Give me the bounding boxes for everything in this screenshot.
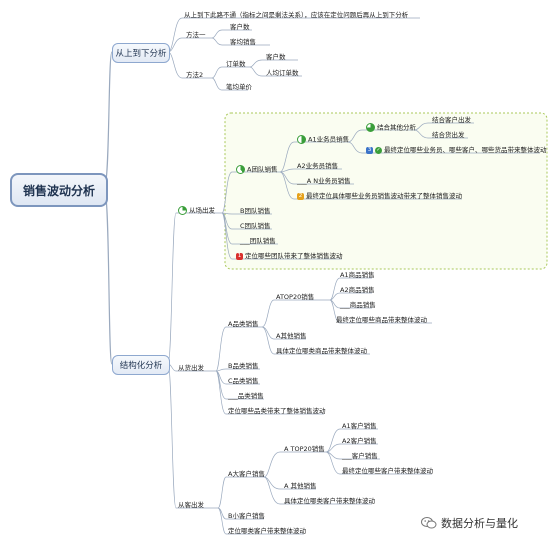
goods-origin[interactable]: 从货出发 <box>178 364 204 372</box>
goods-a-other[interactable]: A其他销售 <box>276 332 307 340</box>
customer-a-big[interactable]: A大客户销售 <box>228 470 265 478</box>
wechat-icon <box>421 517 437 529</box>
method2-order-count[interactable]: 订单数 <box>226 60 246 68</box>
watermark-text: 数据分析与量化 <box>441 517 518 530</box>
customer-a1[interactable]: A1客户销售 <box>342 422 377 430</box>
team-origin[interactable]: 从场出发 <box>178 206 215 215</box>
team-a-label: A团队销售 <box>247 165 278 174</box>
method1-item-customers[interactable]: 客户数 <box>230 23 250 31</box>
method1-item-avg-sales[interactable]: 客均销售 <box>230 38 256 46</box>
customer-b-small[interactable]: B小客户销售 <box>228 512 265 520</box>
customer-a2[interactable]: A2客户销售 <box>342 437 377 445</box>
combine-goods[interactable]: 结合货出发 <box>432 131 465 139</box>
branch-structured[interactable]: 结构化分析 <box>112 355 170 375</box>
goods-a2[interactable]: A2商品销售 <box>340 286 375 294</box>
root-node[interactable]: 销售波动分析 <box>10 173 108 207</box>
highlight-box <box>224 112 548 270</box>
combine-customer[interactable]: 结合客户出发 <box>432 116 471 124</box>
final-a-label: 最终定位具体哪些业务员销售波动带来了整体销售波动 <box>306 192 462 200</box>
goods-c-cat[interactable]: C品类销售 <box>228 377 259 385</box>
method1-label[interactable]: 方法一 <box>186 31 206 39</box>
customer-top20[interactable]: A TOP20销售 <box>284 445 325 453</box>
pie-three-quarter-icon <box>366 123 375 132</box>
top-down-note: 从上到下此路不通（指标之间是剩法关系），应该在定位问题后再从上到下分析 <box>184 11 409 19</box>
combine-analysis[interactable]: 结合其他分析 <box>366 123 416 132</box>
goods-final-item[interactable]: 最终定位哪些商品带来整体波动 <box>336 316 427 324</box>
badge-1-icon: 1 <box>236 252 243 260</box>
team-c[interactable]: C团队销售 <box>240 222 271 230</box>
customer-final-item[interactable]: 最终定位哪些客户带来整体波动 <box>342 467 433 475</box>
check-icon: ✓ <box>375 146 382 154</box>
team-etc[interactable]: ___团队销售 <box>240 237 276 245</box>
method2-label[interactable]: 方法2 <box>186 71 204 79</box>
goods-etc-cat[interactable]: ___品类销售 <box>228 392 264 400</box>
goods-a-locate[interactable]: 具体定位哪类商品带来整体波动 <box>276 347 367 355</box>
member-a1-label: A1业务员销售 <box>308 135 350 144</box>
customer-etc[interactable]: ___客户销售 <box>342 452 378 460</box>
locate-member-label: 最终定位哪些业务员、哪些客户、哪些货品带来整体波动 <box>384 146 547 154</box>
pie-half-icon <box>297 135 306 144</box>
team-origin-label: 从场出发 <box>189 206 215 215</box>
watermark: 数据分析与量化 <box>421 515 518 531</box>
team-b[interactable]: B团队销售 <box>240 207 271 215</box>
goods-a-cat[interactable]: A品类销售 <box>228 320 259 328</box>
member-a2[interactable]: A2业务员销售 <box>297 162 339 170</box>
goods-etc-item[interactable]: ___商品销售 <box>340 301 376 309</box>
goods-b-cat[interactable]: B品类销售 <box>228 362 259 370</box>
customer-origin[interactable]: 从客出发 <box>178 501 204 509</box>
pie-partial-icon <box>236 165 245 174</box>
locate-member[interactable]: 3✓最终定位哪些业务员、哪些客户、哪些货品带来整体波动 <box>366 146 547 154</box>
method2-customers[interactable]: 客户数 <box>266 53 286 61</box>
method2-avg-price[interactable]: 笔均单价 <box>226 83 252 91</box>
goods-top20[interactable]: ATOP20销售 <box>276 293 315 301</box>
member-a1[interactable]: A1业务员销售 <box>297 135 349 144</box>
goods-a1[interactable]: A1商品销售 <box>340 271 375 279</box>
team-a[interactable]: A团队销售 <box>236 165 277 174</box>
customer-a-locate[interactable]: 具体定位哪类客户带来整体波动 <box>284 497 375 505</box>
badge-2-icon: 2 <box>297 192 304 200</box>
final-team-label: 定位哪些团队带来了整体销售波动 <box>245 252 343 260</box>
goods-final[interactable]: 定位哪些品类带来了整体销售波动 <box>228 407 326 415</box>
branch-top-down[interactable]: 从上到下分析 <box>112 43 170 63</box>
customer-a-other[interactable]: A 其他销售 <box>284 482 317 490</box>
pie-quarter-icon <box>178 206 187 215</box>
customer-final[interactable]: 定位哪类客户带来整体波动 <box>228 527 306 535</box>
method2-orders-per-person[interactable]: 人均订单数 <box>266 69 299 77</box>
member-an[interactable]: ___A N业务员销售 <box>297 177 351 185</box>
badge-3-icon: 3 <box>366 146 373 154</box>
combine-analysis-label: 结合其他分析 <box>377 123 416 132</box>
